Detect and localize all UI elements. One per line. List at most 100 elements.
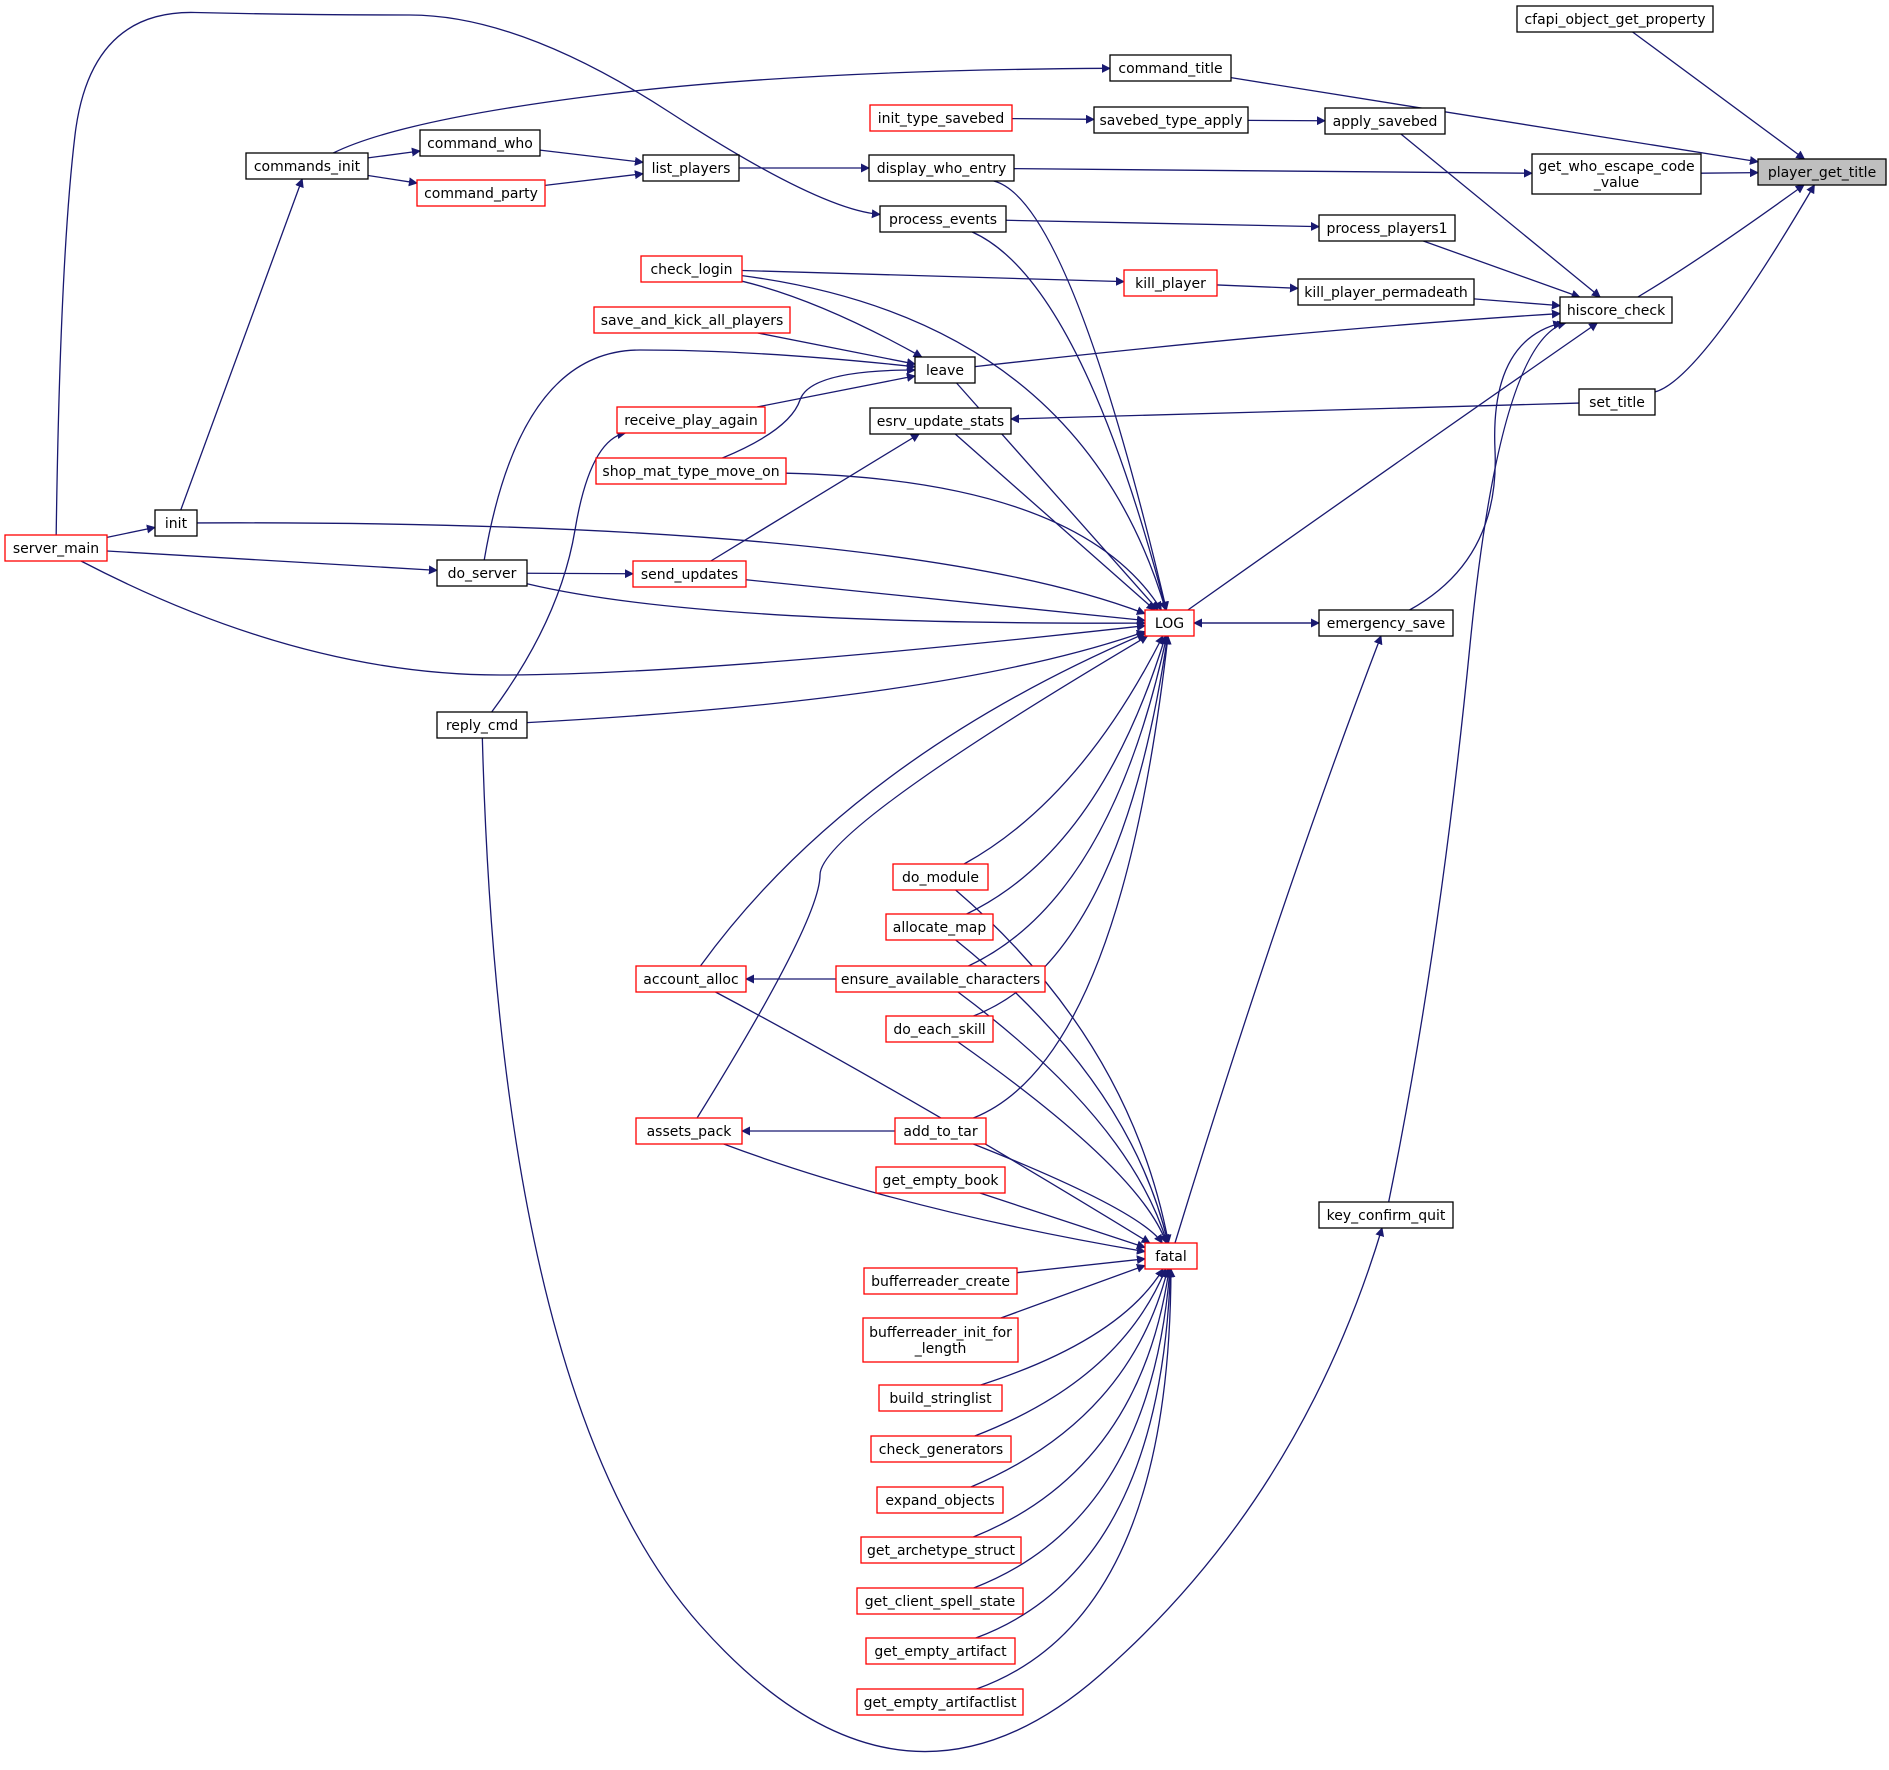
node-hiscore-check[interactable]: hiscore_check [1559,296,1673,324]
node-box[interactable] [595,457,787,485]
node-box[interactable] [1318,1201,1454,1229]
node-esrv-update-stats[interactable]: esrv_update_stats [869,407,1012,435]
node-box[interactable] [635,965,747,993]
node-box[interactable] [1318,214,1456,242]
node-init-type-savebed[interactable]: init_type_savebed [869,104,1013,132]
node-shop-mat-type-move-on[interactable]: shop_mat_type_move_on [595,457,787,485]
node-emergency-save[interactable]: emergency_save [1318,609,1454,637]
node-box[interactable] [835,965,1046,993]
node-box[interactable] [862,1317,1019,1363]
node-kill-player[interactable]: kill_player [1123,269,1218,297]
node-get-archetype-struct[interactable]: get_archetype_struct [860,1536,1022,1564]
node-box[interactable] [1578,388,1656,416]
node-box[interactable] [1516,5,1714,33]
node-init[interactable]: init [154,509,198,537]
node-box[interactable] [4,534,108,562]
node-box[interactable] [642,154,740,182]
node-box[interactable] [593,306,791,334]
node-box[interactable] [1123,269,1218,297]
node-kill-player-permadeath[interactable]: kill_player_permadeath [1297,278,1475,306]
node-process-events[interactable]: process_events [879,205,1007,233]
node-get-empty-artifactlist[interactable]: get_empty_artifactlist [856,1688,1024,1716]
node-check-login[interactable]: check_login [640,255,743,283]
node-box[interactable] [635,1117,743,1145]
node-box[interactable] [914,356,976,384]
node-box[interactable] [1324,107,1446,135]
node-process-players1[interactable]: process_players1 [1318,214,1456,242]
node-build-stringlist[interactable]: build_stringlist [878,1384,1003,1412]
node-send-updates[interactable]: send_updates [632,560,747,588]
node-apply-savebed[interactable]: apply_savebed [1324,107,1446,135]
node-get-who-escape-code-value[interactable]: get_who_escape_code_value [1531,153,1702,195]
node-save-and-kick-all-players[interactable]: save_and_kick_all_players [593,306,791,334]
node-box[interactable] [879,205,1007,233]
node-key-confirm-quit[interactable]: key_confirm_quit [1318,1201,1454,1229]
node-display-who-entry[interactable]: display_who_entry [868,154,1015,182]
node-box[interactable] [892,863,989,891]
node-do-each-skill[interactable]: do_each_skill [885,1015,994,1043]
node-box[interactable] [1144,609,1195,637]
node-ensure-available-characters[interactable]: ensure_available_characters [835,965,1046,993]
node-commands-init[interactable]: commands_init [245,152,369,180]
node-server-main[interactable]: server_main [4,534,108,562]
node-box[interactable] [885,1015,994,1043]
node-box[interactable] [245,152,369,180]
node-box[interactable] [870,1435,1012,1463]
node-check-generators[interactable]: check_generators [870,1435,1012,1463]
node-do-server[interactable]: do_server [436,559,528,587]
node-command-title[interactable]: command_title [1109,54,1232,82]
node-set-title[interactable]: set_title [1578,388,1656,416]
node-get-client-spell-state[interactable]: get_client_spell_state [856,1587,1024,1615]
node-LOG[interactable]: LOG [1144,609,1195,637]
node-box[interactable] [856,1688,1024,1716]
node-box[interactable] [1144,1242,1198,1270]
node-box[interactable] [894,1117,987,1145]
node-box[interactable] [865,1637,1016,1665]
node-box[interactable] [856,1587,1024,1615]
node-bufferreader-init-for-length[interactable]: bufferreader_init_for_length [862,1317,1019,1363]
node-box[interactable] [863,1267,1018,1295]
node-allocate-map[interactable]: allocate_map [885,913,994,941]
node-receive-play-again[interactable]: receive_play_again [616,406,766,434]
node-command-party[interactable]: command_party [416,179,546,207]
node-box[interactable] [154,509,198,537]
node-box[interactable] [1109,54,1232,82]
node-box[interactable] [436,711,528,739]
node-box[interactable] [1318,609,1454,637]
node-box[interactable] [436,559,528,587]
node-box[interactable] [860,1536,1022,1564]
node-account-alloc[interactable]: account_alloc [635,965,747,993]
node-list-players[interactable]: list_players [642,154,740,182]
node-box[interactable] [632,560,747,588]
node-box[interactable] [640,255,743,283]
node-box[interactable] [1297,278,1475,306]
node-box[interactable] [876,1486,1004,1514]
node-box[interactable] [1093,106,1249,134]
node-box[interactable] [419,129,541,157]
node-box[interactable] [616,406,766,434]
node-box[interactable] [416,179,546,207]
node-bufferreader-create[interactable]: bufferreader_create [863,1267,1018,1295]
node-box[interactable] [869,104,1013,132]
node-box[interactable] [1559,296,1673,324]
node-reply-cmd[interactable]: reply_cmd [436,711,528,739]
node-command-who[interactable]: command_who [419,129,541,157]
node-savebed-type-apply[interactable]: savebed_type_apply [1093,106,1249,134]
node-assets-pack[interactable]: assets_pack [635,1117,743,1145]
node-expand-objects[interactable]: expand_objects [876,1486,1004,1514]
node-do-module[interactable]: do_module [892,863,989,891]
node-box[interactable] [885,913,994,941]
node-cfapi-object-get-property[interactable]: cfapi_object_get_property [1516,5,1714,33]
node-player-get-title[interactable]: player_get_title [1757,158,1887,186]
node-get-empty-artifact[interactable]: get_empty_artifact [865,1637,1016,1665]
node-box[interactable] [1531,153,1702,195]
node-leave[interactable]: leave [914,356,976,384]
node-fatal[interactable]: fatal [1144,1242,1198,1270]
node-box[interactable] [869,407,1012,435]
node-get-empty-book[interactable]: get_empty_book [875,1166,1006,1194]
node-box[interactable] [1757,158,1887,186]
node-add-to-tar[interactable]: add_to_tar [894,1117,987,1145]
node-box[interactable] [868,154,1015,182]
node-box[interactable] [878,1384,1003,1412]
node-box[interactable] [875,1166,1006,1194]
